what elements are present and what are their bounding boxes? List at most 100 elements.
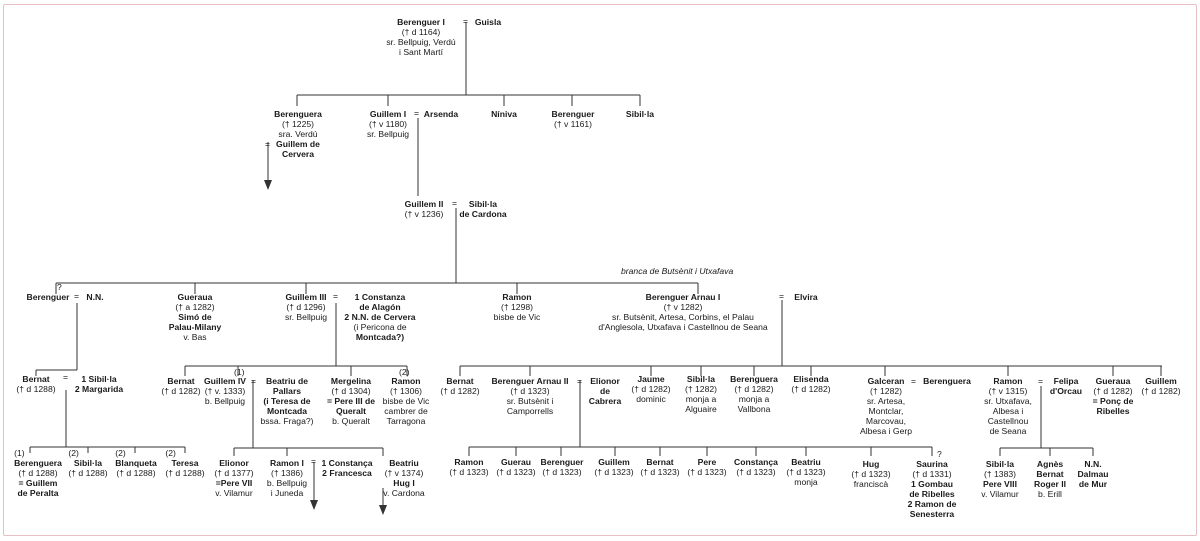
name: (i Teresa de: [263, 396, 311, 406]
person-sibila-4: Sibil·la († 1383) Pere VIII v. Vilamur: [981, 459, 1018, 499]
name: Ramon: [993, 376, 1023, 386]
person-constanza: 1 Constanza de Alagón 2 N.N. de Cervera …: [344, 292, 415, 342]
note: bisbe de Vic: [493, 312, 541, 322]
note: b. Queralt: [332, 416, 370, 426]
name: Berenguer: [540, 457, 584, 467]
name: de: [599, 386, 611, 396]
person-ramon-2: Ramon († 1306) bisbe de Vic cambrer de T…: [383, 376, 430, 426]
spouse: de Mur: [1078, 479, 1108, 489]
dates: († a 1282): [175, 302, 215, 312]
name: Beatriu: [389, 458, 419, 468]
dates: († d 1282): [1141, 386, 1181, 396]
marriage-sign: =: [74, 291, 80, 301]
person-arsenda: Arsenda: [424, 109, 458, 119]
note: Alguaire: [685, 404, 717, 414]
spouse: Ribelles: [1096, 406, 1130, 416]
person-berenguer-arnau-i: Berenguer Arnau I († v 1282) sr. Butsèni…: [598, 292, 767, 332]
person-galceran: Galceran († 1282) sr. Artesa, Montclar, …: [860, 376, 912, 436]
person-saurina: Saurina († d 1331) 1 Gombau de Ribelles …: [908, 459, 957, 519]
name: Guillem III: [285, 292, 327, 302]
marker: (2): [68, 448, 79, 458]
spouse: Roger II: [1034, 479, 1066, 489]
name: Constança: [734, 457, 778, 467]
person-bernat: Bernat († d 1288): [16, 374, 55, 394]
person-teresa: (2) Teresa († d 1288): [165, 448, 204, 478]
name: Berenguer: [551, 109, 595, 119]
marriage-sign: =: [251, 376, 257, 386]
person-hug: Hug († d 1323) franciscà: [851, 459, 890, 489]
person-bernat-4: Bernat († d 1323): [640, 457, 679, 477]
name: Teresa: [171, 458, 199, 468]
spouse: Pere VIII: [983, 479, 1017, 489]
dates: († d 1323): [542, 467, 582, 477]
name: Arsenda: [423, 109, 459, 119]
name: Saurina: [916, 459, 948, 469]
note: v. Bas: [183, 332, 207, 342]
note: monja a: [685, 394, 717, 404]
dates: († d 1282): [1093, 386, 1133, 396]
name: Berenguera: [14, 458, 62, 468]
person-beatriu-3: Beatriu († d 1323) monja: [786, 457, 825, 487]
name: de Cardona: [459, 209, 507, 219]
name: Blanqueta: [115, 458, 157, 468]
dates: († d 1331): [912, 469, 952, 479]
note: bisbe de Vic: [382, 396, 430, 406]
person-berenguer: Berenguer († v 1161): [552, 109, 595, 129]
name: 2 Francesca: [322, 468, 372, 478]
note: sr. Butsènit, Artesa, Corbins, el Palau: [612, 312, 754, 322]
marriage-sign: =: [911, 376, 917, 386]
name: Berenguera: [730, 374, 778, 384]
dates: († d 1323): [496, 467, 536, 477]
dates: († 1386): [270, 468, 304, 478]
note: sr. Bellpuig: [284, 312, 328, 322]
dates: († d 1323): [449, 467, 489, 477]
dates: († d 1288): [116, 468, 156, 478]
person-nn: N.N.: [86, 292, 103, 302]
person-beatriu: Beatriu († v 1374) Hug I v. Cardona: [383, 458, 424, 498]
person-guillem-i: Guillem I († v 1180) sr. Bellpuig: [367, 109, 409, 139]
person-guerau: Guerau († d 1323): [496, 457, 535, 477]
spouse: =Pere VII: [215, 478, 253, 488]
dates: († d 1164): [401, 27, 441, 37]
person-beatriu-de-pallars: Beatriu de Pallars (i Teresa de Montcada…: [260, 376, 313, 426]
name: Guillem IV: [203, 376, 247, 386]
person-berenguera-4: (1) Berenguera († d 1288) = Guillem de P…: [14, 448, 62, 498]
person-bernat-3: Bernat († d 1282): [440, 376, 479, 396]
dates: († 1282): [869, 386, 903, 396]
note: Albesa i: [992, 406, 1024, 416]
dates: († d 1304): [331, 386, 371, 396]
marriage-sign: =: [333, 291, 339, 301]
note: de Seana: [989, 426, 1027, 436]
spouse: Dalmau: [1077, 469, 1109, 479]
name: N.N.: [86, 292, 104, 302]
note: b. Bellpuig: [266, 478, 308, 488]
person-berenguer-i: Berenguer I († d 1164) sr. Bellpuig, Ver…: [386, 17, 455, 57]
name: Bernat: [446, 376, 474, 386]
name: Sibil·la: [73, 458, 103, 468]
name: Berenguera: [923, 376, 971, 386]
person-mergelina: Mergelina († d 1304) = Pere III de Quera…: [327, 376, 375, 426]
name: Beatriu de: [265, 376, 309, 386]
name: 1 Constanza: [354, 292, 406, 302]
name: Berenguer I: [397, 17, 445, 27]
person-bernat-2: Bernat († d 1282): [161, 376, 200, 396]
spouse: de Ribelles: [909, 489, 955, 499]
arrow-down-icon: [264, 180, 272, 190]
person-berenguera-3: Berenguera: [923, 376, 971, 386]
note: dominic: [636, 394, 666, 404]
note: monja: [794, 477, 818, 487]
dates: († v. 1333): [204, 386, 246, 396]
note: sra. Verdú: [278, 129, 318, 139]
person-jaume: Jaume († d 1282) dominic: [631, 374, 670, 404]
name: de Alagón: [359, 302, 401, 312]
dates: († d 1282): [734, 384, 774, 394]
note: Marcovau,: [865, 416, 907, 426]
note: cambrer de: [384, 406, 428, 416]
dates: († 1225): [281, 119, 315, 129]
person-niniva: Níniva: [491, 109, 517, 119]
person-guillem-iv: Guillem IV († v. 1333) b. Bellpuig: [204, 376, 246, 406]
name: Hug: [862, 459, 880, 469]
name: Berenguer Arnau II: [491, 376, 569, 386]
spouse: Senesterra: [909, 509, 955, 519]
person-constanca-francesca: 1 Constança 2 Francesca: [321, 458, 372, 478]
